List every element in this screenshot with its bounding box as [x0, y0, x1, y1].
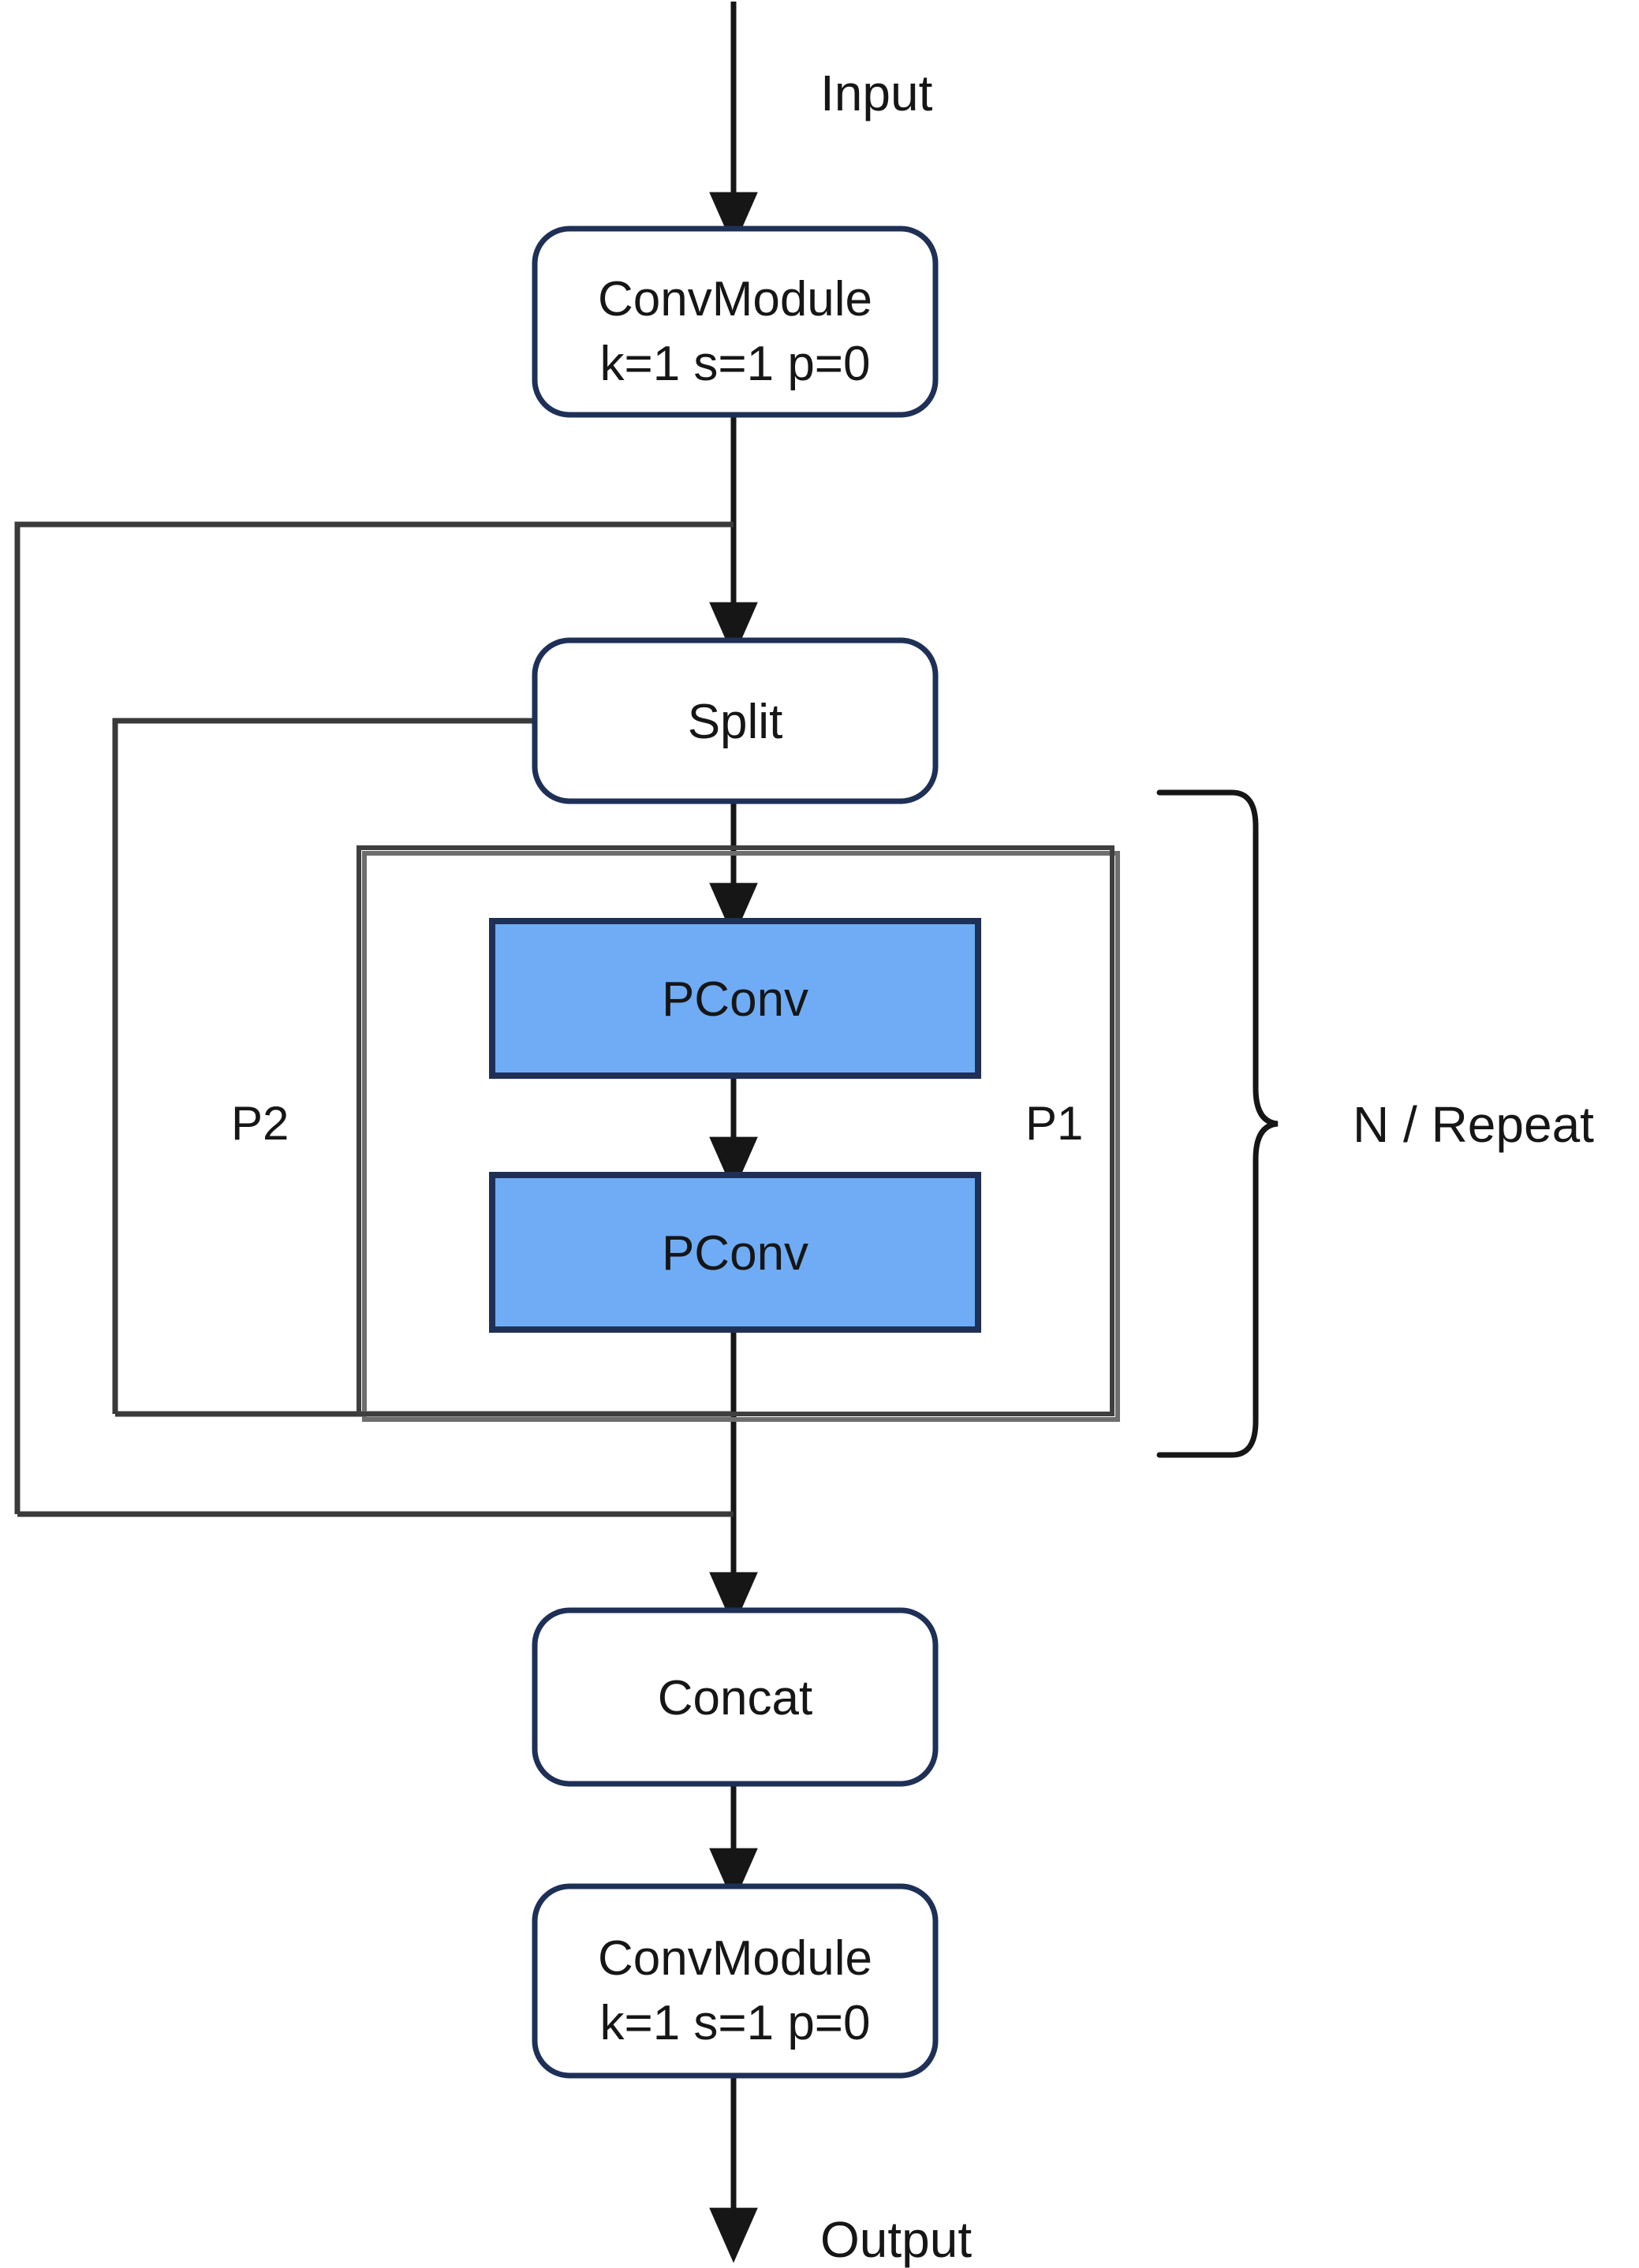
output-label: Output: [820, 2211, 972, 2268]
pconv-2-label: PConv: [662, 1226, 808, 1281]
pconv-2-shape[interactable]: [489, 1172, 981, 1333]
pconv-1-shape[interactable]: [489, 918, 981, 1079]
path-label-p2: P2: [231, 1097, 289, 1150]
conv-module-top-line1: ConvModule: [598, 272, 872, 326]
repeat-group-box-front: [357, 845, 1114, 1416]
input-label: Input: [820, 65, 933, 121]
node-pconv-2[interactable]: PConv: [489, 1172, 981, 1333]
node-split[interactable]: Split: [532, 637, 939, 804]
conv-module-top-line2: k=1 s=1 p=0: [600, 337, 871, 391]
conv-module-bottom-shape[interactable]: [532, 1883, 939, 2079]
conv-module-top-shape[interactable]: [532, 226, 939, 418]
connector-p2-skip-path: [14, 521, 734, 1514]
split-label: Split: [688, 695, 783, 749]
split-shape[interactable]: [532, 637, 939, 804]
repeat-count-label: N / Repeat: [1353, 1096, 1594, 1153]
concat-shape[interactable]: [532, 1607, 939, 1787]
pconv-1-label: PConv: [662, 972, 808, 1027]
node-pconv-1[interactable]: PConv: [489, 918, 981, 1079]
concat-label: Concat: [658, 1671, 812, 1725]
path-label-p1: P1: [1025, 1097, 1083, 1150]
node-conv-module-bottom[interactable]: ConvModule k=1 s=1 p=0: [532, 1883, 939, 2079]
node-conv-module-top[interactable]: ConvModule k=1 s=1 p=0: [532, 226, 939, 418]
connector-split-left-branch: [112, 718, 535, 1414]
repeat-group-box-back: [362, 851, 1120, 1422]
conv-module-bottom-line2: k=1 s=1 p=0: [600, 1996, 871, 2050]
conv-module-bottom-line1: ConvModule: [598, 1931, 872, 1986]
node-concat[interactable]: Concat: [532, 1607, 939, 1787]
repeat-brace: [1156, 789, 1279, 1458]
